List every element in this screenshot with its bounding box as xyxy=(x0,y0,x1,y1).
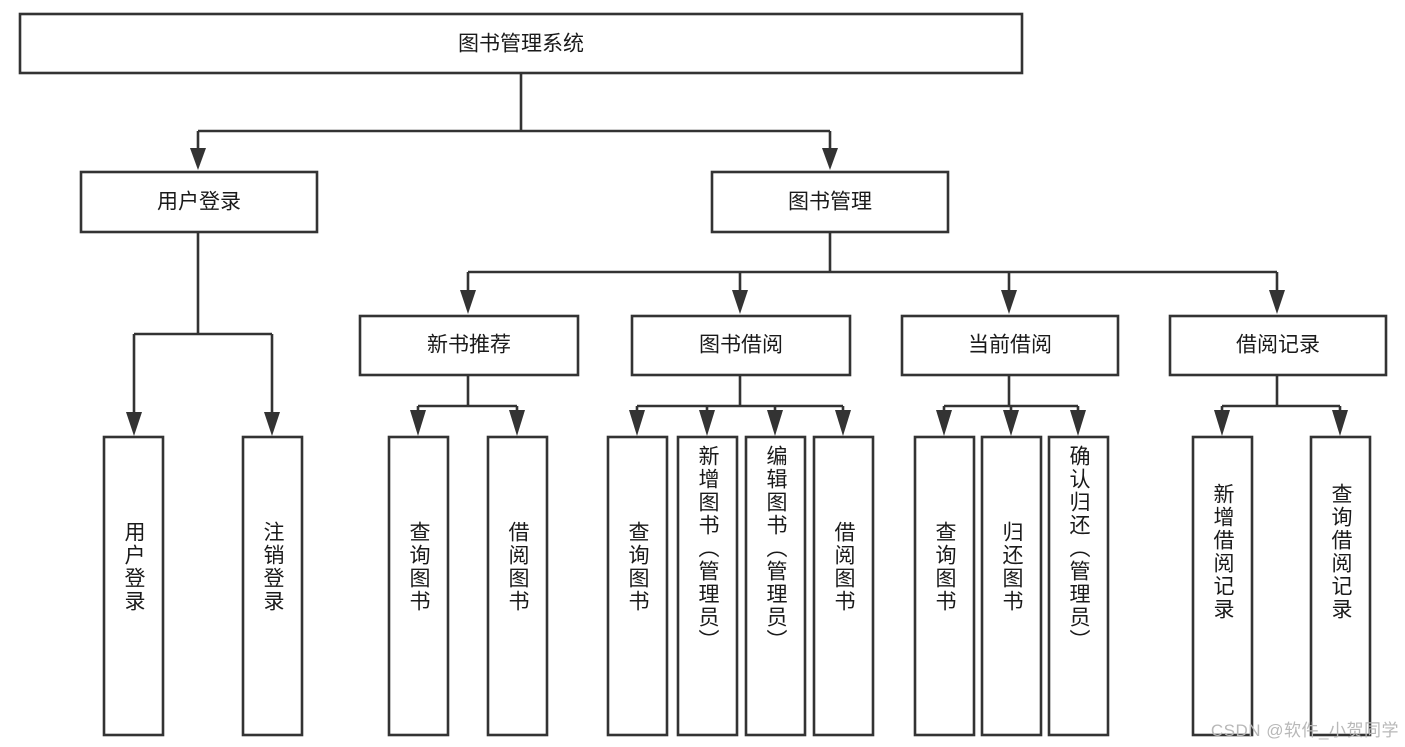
node-book-borrowing-box[interactable] xyxy=(630,314,852,377)
arrowhead-book-mgmt xyxy=(822,148,838,170)
node-book-management-box[interactable] xyxy=(710,170,950,234)
node-book-management-label: 图书管理 xyxy=(788,191,872,214)
leaf-box-confirm-return-admin[interactable] xyxy=(1047,435,1110,737)
node-current-borrowing-box[interactable] xyxy=(900,314,1120,377)
arrowhead-jyjl-leaf-1 xyxy=(1214,410,1230,436)
arrowhead-nbr-leaf-2 xyxy=(509,410,525,436)
arrowhead-borrow-record xyxy=(1269,290,1285,314)
arrowhead-dqjy-leaf-3 xyxy=(1070,410,1086,436)
arrowhead-dqjy-leaf-2 xyxy=(1003,410,1019,436)
node-user-login-box[interactable] xyxy=(79,170,319,234)
leaf-box-query-book-dqjy[interactable] xyxy=(913,435,976,737)
arrowhead-book-borrow xyxy=(732,290,748,314)
node-root-box[interactable] xyxy=(18,12,1024,75)
node-user-login-label: 用户登录 xyxy=(157,191,241,214)
node-root-label: 图书管理系统 xyxy=(458,33,584,56)
arrowhead-leaf-user-login xyxy=(126,412,142,436)
connector-layer xyxy=(126,73,1348,436)
arrowhead-tsjy-leaf-4 xyxy=(835,410,851,436)
arrowhead-user-login xyxy=(190,148,206,170)
leaf-box-add-borrow-record[interactable] xyxy=(1191,435,1254,737)
node-current-borrowing-label: 当前借阅 xyxy=(968,334,1052,357)
arrowhead-tsjy-leaf-3 xyxy=(767,410,783,436)
arrowhead-leaf-logout xyxy=(264,412,280,436)
arrowhead-jyjl-leaf-2 xyxy=(1332,410,1348,436)
node-borrowing-record-label: 借阅记录 xyxy=(1236,334,1320,357)
csdn-watermark: CSDN @软件_小贺同学 xyxy=(1210,721,1399,740)
arrowhead-dqjy-leaf-1 xyxy=(936,410,952,436)
node-new-book-recommendation-label: 新书推荐 xyxy=(427,334,511,357)
arrowhead-nbr-leaf-1 xyxy=(410,410,426,436)
node-book-borrowing-label: 图书借阅 xyxy=(699,334,783,357)
leaf-box-return-book[interactable] xyxy=(980,435,1043,737)
leaf-box-borrow-book-tsjy[interactable] xyxy=(812,435,875,737)
leaf-box-borrow-book-nbr[interactable] xyxy=(486,435,549,737)
arrowhead-new-book-rec xyxy=(460,290,476,314)
arrowhead-tsjy-leaf-2 xyxy=(699,410,715,436)
node-new-book-recommendation-box[interactable] xyxy=(358,314,580,377)
node-layer: 图书管理系统 用户登录 图书管理 新书推荐 图书借阅 当前借阅 借阅记录 xyxy=(18,12,1388,737)
leaf-box-query-borrow-record[interactable] xyxy=(1309,435,1372,737)
leaf-box-logout[interactable] xyxy=(241,435,304,737)
node-borrowing-record-box[interactable] xyxy=(1168,314,1388,377)
arrowhead-current-borrow xyxy=(1001,290,1017,314)
arrowhead-tsjy-leaf-1 xyxy=(629,410,645,436)
leaf-box-query-book-tsjy[interactable] xyxy=(606,435,669,737)
leaf-box-edit-book-admin[interactable] xyxy=(744,435,807,737)
leaf-box-user-login[interactable] xyxy=(102,435,165,737)
leaf-box-query-book-nbr[interactable] xyxy=(387,435,450,737)
leaf-box-add-book-admin[interactable] xyxy=(676,435,739,737)
